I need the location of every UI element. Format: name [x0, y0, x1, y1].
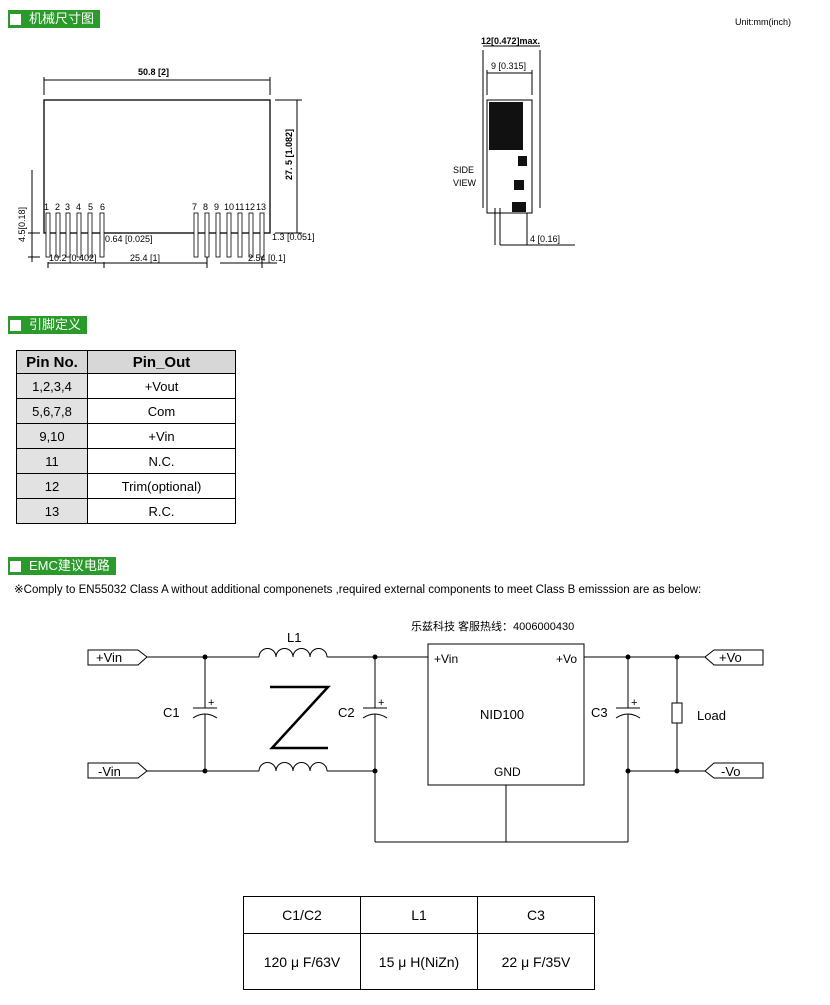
module-name: NID100	[480, 707, 524, 722]
mechanical-drawing: 50.8 [2] 27. 5 [1.082] 4.5[0.18] 0.64 [0…	[17, 36, 575, 268]
dim-side-pin: 4 [0.16]	[530, 234, 560, 244]
section-title: 引脚定义	[29, 317, 82, 332]
terminal-vo-neg: -Vo	[721, 764, 741, 779]
terminal-vo-pos: +Vo	[719, 650, 742, 665]
contact-hotline: 乐兹科技 客服热线：4006000430	[411, 621, 575, 633]
table-header: Pin No.	[16, 350, 88, 374]
pin-number: 9,10	[16, 423, 88, 449]
module-gnd: GND	[494, 765, 521, 779]
dim-side-max: 12[0.472]max.	[481, 36, 540, 46]
checkbox-square-icon	[10, 13, 21, 25]
dim-pin-length: 4.5[0.18]	[17, 207, 27, 242]
table-header: L1	[360, 896, 478, 934]
pin-label: 7	[192, 202, 197, 212]
pin-label: 12	[245, 202, 255, 212]
plus-sign: +	[631, 697, 637, 709]
label-load: Load	[697, 708, 726, 723]
section-header-emc: EMC建议电路	[8, 557, 116, 575]
pin-number: 5,6,7,8	[16, 398, 88, 424]
checkbox-square-icon	[10, 560, 21, 572]
table-row: 9,10+Vin	[16, 423, 236, 449]
emc-circuit: +Vin -Vin L1 C1 C2 C3 + + + NID100 +Vin …	[87, 630, 764, 843]
table-row: 1,2,3,4+Vout	[16, 373, 236, 399]
zigzag-symbol	[269, 685, 331, 750]
pin-number: 11	[16, 448, 88, 474]
dim-height: 27. 5 [1.082]	[284, 129, 294, 180]
pin-function: +Vin	[87, 423, 236, 449]
dim-pitch: 2.54 [0.1]	[248, 253, 286, 263]
label-c2: C2	[338, 705, 355, 720]
section-title: EMC建议电路	[29, 558, 110, 573]
label-c3: C3	[591, 705, 608, 720]
pin-label: 9	[214, 202, 219, 212]
pin-number: 12	[16, 473, 88, 499]
pin-label: 5	[88, 202, 93, 212]
pin-function: Trim(optional)	[87, 473, 236, 499]
pin-function: +Vout	[87, 373, 236, 399]
emc-note: ※Comply to EN55032 Class A without addit…	[14, 584, 702, 596]
pin-function: R.C.	[87, 498, 236, 524]
unit-note: Unit:mm(inch)	[735, 17, 792, 27]
pin-label: 13	[256, 202, 266, 212]
pin-label: 6	[100, 202, 105, 212]
dim-pin-width: 1.3 [0.051]	[272, 232, 315, 242]
pin-label: 1	[44, 202, 49, 212]
section-header-pins: 引脚定义	[8, 316, 88, 334]
table-cell: 120 μ F/63V	[243, 933, 361, 990]
component-table: C1/C2 L1 C3 120 μ F/63V 15 μ H(NiZn) 22 …	[243, 896, 595, 990]
dim-side-width: 9 [0.315]	[491, 61, 526, 71]
pin-number: 13	[16, 498, 88, 524]
checkbox-square-icon	[10, 319, 21, 331]
section-title: 机械尺寸图	[29, 11, 95, 26]
pin-function: N.C.	[87, 448, 236, 474]
pin-number: 1,2,3,4	[16, 373, 88, 399]
module-vin: +Vin	[434, 652, 458, 666]
table-header: C3	[477, 896, 595, 934]
pin-label: 3	[65, 202, 70, 212]
dim-width: 50.8 [2]	[138, 67, 169, 77]
pin-label: 10	[224, 202, 234, 212]
plus-sign: +	[208, 697, 214, 709]
label-c1: C1	[163, 705, 180, 720]
pin-label: 2	[55, 202, 60, 212]
dim-pin-diameter: 0.64 [0.025]	[105, 234, 153, 244]
table-header: C1/C2	[243, 896, 361, 934]
table-cell: 22 μ F/35V	[477, 933, 595, 990]
pin-label: 11	[235, 202, 244, 212]
module-vo: +Vo	[556, 652, 577, 666]
table-cell: 15 μ H(NiZn)	[360, 933, 478, 990]
table-header: Pin_Out	[87, 350, 236, 374]
label-l1: L1	[287, 630, 301, 645]
pin-label: 4	[76, 202, 81, 212]
terminal-vin-pos: +Vin	[96, 650, 122, 665]
plus-sign: +	[378, 697, 384, 709]
pin-label: 8	[203, 202, 208, 212]
dim-span-b: 25.4 [1]	[130, 253, 160, 263]
side-label: SIDE	[453, 165, 474, 175]
dim-span-a: 10.2 [0.402]	[49, 253, 97, 263]
side-label: VIEW	[453, 178, 477, 188]
pin-function: Com	[87, 398, 236, 424]
terminal-vin-neg: -Vin	[98, 764, 121, 779]
section-header-mechanical: 机械尺寸图	[8, 10, 101, 28]
